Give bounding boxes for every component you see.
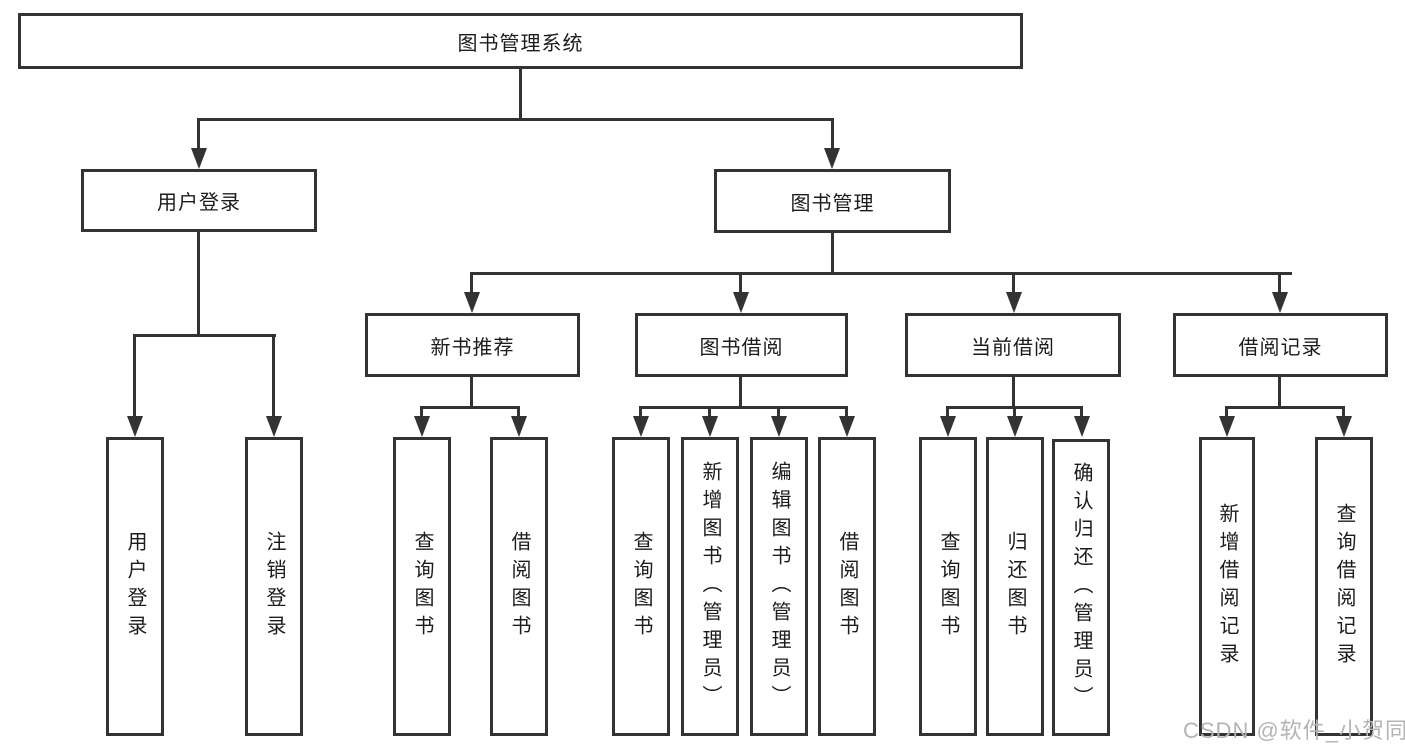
connector-line: [272, 334, 275, 417]
connector-line: [133, 334, 276, 337]
arrowhead-down-icon: [1336, 416, 1352, 437]
arrowhead-down-icon: [940, 416, 956, 437]
arrowhead-down-icon: [127, 416, 143, 437]
node-book-management: 图书管理: [714, 169, 951, 233]
connector-line: [831, 118, 834, 150]
connector-line: [470, 272, 473, 294]
node-borrow-records-label: 借阅记录: [1238, 336, 1323, 359]
connector-line: [470, 272, 1292, 275]
arrowhead-down-icon: [414, 416, 430, 437]
node-book-borrow-label: 图书借阅: [699, 336, 784, 359]
arrowhead-down-icon: [1219, 416, 1235, 437]
node-current-borrow-label: 当前借阅: [971, 336, 1055, 359]
connector-line: [739, 377, 742, 409]
leaf-nr-query-books: 查询图书: [393, 437, 451, 736]
arrowhead-down-icon: [771, 416, 787, 437]
leaf-bb-edit-books-admin-label: 编辑图书（管理员）: [768, 460, 790, 713]
connector-line: [845, 406, 848, 417]
leaf-nr-query-books-label: 查询图书: [411, 530, 433, 643]
connector-line: [777, 406, 780, 417]
connector-line: [420, 406, 520, 409]
arrowhead-down-icon: [511, 416, 527, 437]
arrowhead-down-icon: [733, 292, 749, 313]
leaf-nr-borrow-books: 借阅图书: [490, 437, 548, 736]
arrowhead-down-icon: [1272, 292, 1288, 313]
leaf-user-login-label: 用户登录: [124, 530, 146, 643]
connector-line: [197, 232, 200, 337]
connector-line: [739, 272, 742, 294]
leaf-logout-label: 注销登录: [263, 530, 285, 643]
connector-line: [831, 233, 834, 275]
leaf-br-query-record-label: 查询借阅记录: [1333, 502, 1355, 671]
leaf-nr-borrow-books-label: 借阅图书: [508, 530, 530, 643]
connector-line: [1225, 406, 1345, 409]
connector-line: [420, 406, 423, 417]
leaf-cb-confirm-return-admin-label: 确认归还（管理员）: [1070, 461, 1092, 714]
connector-line: [1013, 406, 1016, 417]
leaf-br-query-record: 查询借阅记录: [1315, 437, 1373, 736]
leaf-br-add-record-label: 新增借阅记录: [1216, 502, 1238, 671]
leaf-cb-query-books-label: 查询图书: [937, 530, 959, 643]
leaf-bb-add-books-admin: 新增图书（管理员）: [681, 437, 739, 736]
connector-line: [1225, 406, 1228, 417]
leaf-bb-query-books-label: 查询图书: [630, 530, 652, 643]
leaf-bb-borrow-books-label: 借阅图书: [836, 530, 858, 643]
arrowhead-down-icon: [633, 416, 649, 437]
node-book-management-label: 图书管理: [790, 192, 875, 215]
arrowhead-down-icon: [191, 148, 207, 169]
leaf-cb-query-books: 查询图书: [919, 437, 977, 736]
node-user-login: 用户登录: [81, 169, 317, 232]
arrowhead-down-icon: [702, 416, 718, 437]
connector-line: [639, 406, 642, 417]
arrowhead-down-icon: [464, 292, 480, 313]
arrowhead-down-icon: [1006, 292, 1022, 313]
connector-line: [708, 406, 711, 417]
arrowhead-down-icon: [824, 148, 840, 169]
node-book-borrow: 图书借阅: [635, 313, 848, 377]
connector-line: [519, 69, 522, 120]
leaf-user-login: 用户登录: [106, 437, 164, 736]
connector-line: [1342, 406, 1345, 417]
leaf-bb-add-books-admin-label: 新增图书（管理员）: [699, 460, 721, 713]
connector-line: [639, 406, 848, 409]
leaf-bb-borrow-books: 借阅图书: [818, 437, 876, 736]
connector-line: [1080, 406, 1083, 417]
arrowhead-down-icon: [839, 416, 855, 437]
leaf-bb-edit-books-admin: 编辑图书（管理员）: [750, 437, 808, 736]
arrowhead-down-icon: [1007, 416, 1023, 437]
leaf-br-add-record: 新增借阅记录: [1199, 437, 1255, 736]
connector-line: [1278, 272, 1281, 294]
node-user-login-label: 用户登录: [157, 192, 241, 214]
leaf-logout: 注销登录: [245, 437, 303, 736]
leaf-bb-query-books: 查询图书: [612, 437, 670, 736]
node-new-book-recommend: 新书推荐: [365, 313, 580, 377]
node-root: 图书管理系统: [18, 13, 1023, 69]
connector-line: [1012, 272, 1015, 294]
connector-line: [1278, 377, 1281, 409]
node-borrow-records: 借阅记录: [1173, 313, 1388, 377]
connector-line: [1012, 377, 1015, 409]
leaf-cb-return-books: 归还图书: [986, 437, 1044, 736]
leaf-cb-return-books-label: 归还图书: [1004, 530, 1026, 643]
node-current-borrow: 当前借阅: [905, 313, 1121, 377]
connector-line: [946, 406, 949, 417]
connector-line: [470, 377, 473, 409]
csdn-watermark: CSDN @软件_小贺同学: [1183, 718, 1405, 743]
connector-line: [517, 406, 520, 417]
connector-line: [197, 118, 834, 121]
node-root-label: 图书管理系统: [457, 32, 584, 55]
node-new-book-recommend-label: 新书推荐: [430, 336, 515, 359]
leaf-cb-confirm-return-admin: 确认归还（管理员）: [1052, 439, 1110, 736]
arrowhead-down-icon: [266, 416, 282, 437]
arrowhead-down-icon: [1074, 416, 1090, 437]
connector-line: [197, 118, 200, 150]
connector-line: [133, 334, 136, 417]
